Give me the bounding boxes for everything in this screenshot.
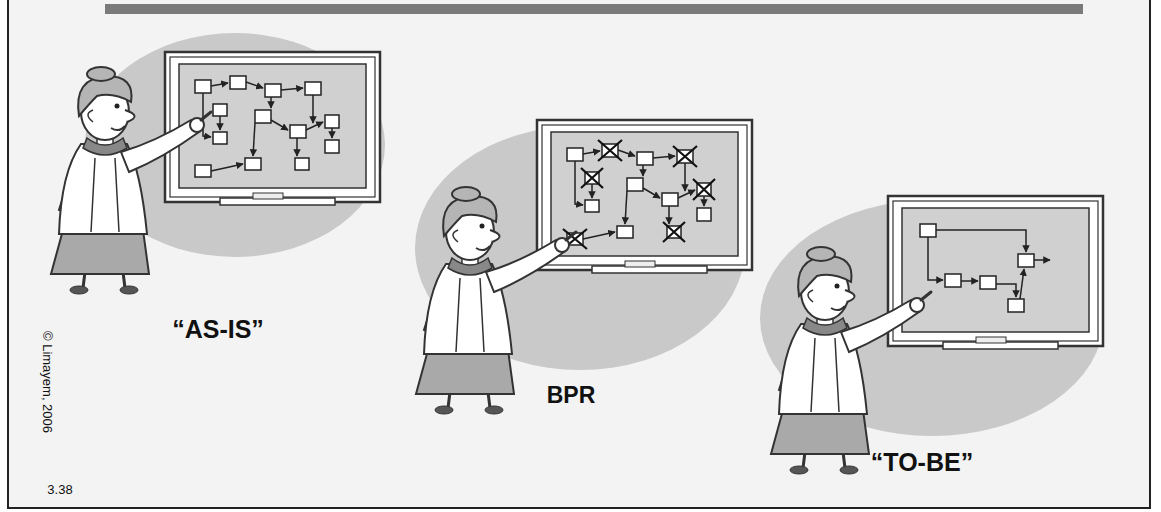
teacher-figure bbox=[51, 67, 211, 294]
to-be-flowchart bbox=[1008, 299, 1024, 312]
slide-frame bbox=[8, 0, 1150, 508]
stage-caption: “TO-BE” bbox=[871, 449, 973, 477]
to-be-flowchart bbox=[920, 224, 1050, 312]
bpr-flowchart bbox=[693, 179, 715, 200]
slide-frame bbox=[8, 0, 1150, 508]
bpr-flowchart bbox=[643, 188, 660, 198]
bpr-flowchart bbox=[642, 165, 644, 176]
as-is-flowchart bbox=[230, 76, 246, 89]
stage-caption: BPR bbox=[547, 383, 596, 408]
bpr-flowchart bbox=[575, 150, 704, 239]
as-is-flowchart bbox=[195, 76, 339, 177]
stage-caption: “AS-IS” bbox=[172, 316, 264, 344]
slide-frame bbox=[105, 4, 1083, 14]
bpr-flowchart bbox=[662, 193, 678, 206]
bpr-flowchart bbox=[618, 150, 635, 156]
to-be-flowchart bbox=[1034, 259, 1050, 261]
bpr-flowchart bbox=[585, 200, 599, 212]
bpr-flowchart bbox=[563, 140, 715, 249]
as-is-flowchart bbox=[270, 97, 272, 108]
as-is-flowchart bbox=[211, 164, 243, 171]
bpr-flowchart bbox=[673, 146, 697, 167]
bpr-flowchart bbox=[703, 196, 705, 206]
bpr-flowchart bbox=[583, 151, 600, 154]
as-is-flowchart bbox=[305, 82, 321, 95]
as-is-flowchart bbox=[203, 82, 332, 171]
bpr-flowchart bbox=[663, 222, 685, 242]
bpr-flowchart bbox=[625, 191, 627, 224]
as-is-flowchart bbox=[253, 123, 255, 156]
as-is-flowchart bbox=[306, 122, 323, 130]
copyright-note: © Limayem, 2006 bbox=[40, 331, 54, 433]
bpr-flowchart bbox=[567, 148, 583, 161]
to-be-flowchart bbox=[980, 276, 996, 289]
slide-number: 3.38 bbox=[47, 483, 72, 497]
slide-frame bbox=[8, 0, 1150, 508]
as-is-flowchart bbox=[245, 158, 261, 170]
teacher-figure bbox=[771, 247, 931, 474]
as-is-flowchart bbox=[296, 138, 298, 156]
bpr-flowchart bbox=[617, 226, 633, 238]
bpr-flowchart bbox=[653, 156, 675, 158]
as-is-flowchart bbox=[281, 88, 303, 90]
to-be-flowchart bbox=[928, 237, 943, 280]
chalkboard bbox=[537, 120, 752, 273]
as-is-flowchart bbox=[195, 165, 211, 177]
as-is-flowchart bbox=[325, 115, 339, 128]
bpr-flowchart bbox=[637, 152, 653, 165]
as-is-flowchart bbox=[271, 120, 288, 130]
teacher-figure bbox=[416, 187, 576, 414]
background-blob bbox=[85, 33, 1104, 436]
as-is-flowchart bbox=[325, 140, 339, 153]
as-is-flowchart bbox=[219, 116, 221, 130]
bpr-flowchart bbox=[668, 206, 670, 224]
bpr-flowchart bbox=[627, 178, 643, 191]
to-be-flowchart bbox=[945, 274, 961, 287]
as-is-flowchart bbox=[255, 110, 271, 123]
to-be-flowchart bbox=[920, 224, 936, 237]
bpr-flowchart bbox=[563, 140, 715, 249]
as-is-flowchart bbox=[195, 80, 211, 93]
bpr-flowchart bbox=[697, 208, 711, 221]
bpr-flowchart bbox=[581, 168, 603, 188]
to-be-flowchart bbox=[996, 284, 1016, 297]
to-be-flowchart bbox=[1020, 269, 1024, 299]
bpr-flowchart bbox=[684, 163, 686, 191]
bpr-flowchart bbox=[678, 190, 695, 198]
bpr-flowchart bbox=[583, 232, 615, 239]
to-be-flowchart bbox=[1018, 254, 1034, 267]
as-is-flowchart bbox=[246, 82, 263, 88]
to-be-flowchart bbox=[928, 230, 1050, 299]
as-is-flowchart bbox=[290, 125, 306, 138]
as-is-flowchart bbox=[265, 84, 281, 97]
as-is-flowchart bbox=[213, 132, 227, 144]
to-be-flowchart bbox=[961, 280, 978, 282]
as-is-flowchart bbox=[295, 158, 309, 170]
chalkboard bbox=[888, 196, 1103, 349]
bpr-flowchart bbox=[598, 140, 622, 161]
as-is-flowchart bbox=[331, 128, 333, 138]
to-be-flowchart bbox=[936, 230, 1026, 252]
bpr-flowchart bbox=[591, 184, 593, 198]
as-is-flowchart bbox=[213, 104, 227, 116]
as-is-flowchart bbox=[312, 95, 314, 123]
as-is-flowchart bbox=[211, 83, 228, 86]
